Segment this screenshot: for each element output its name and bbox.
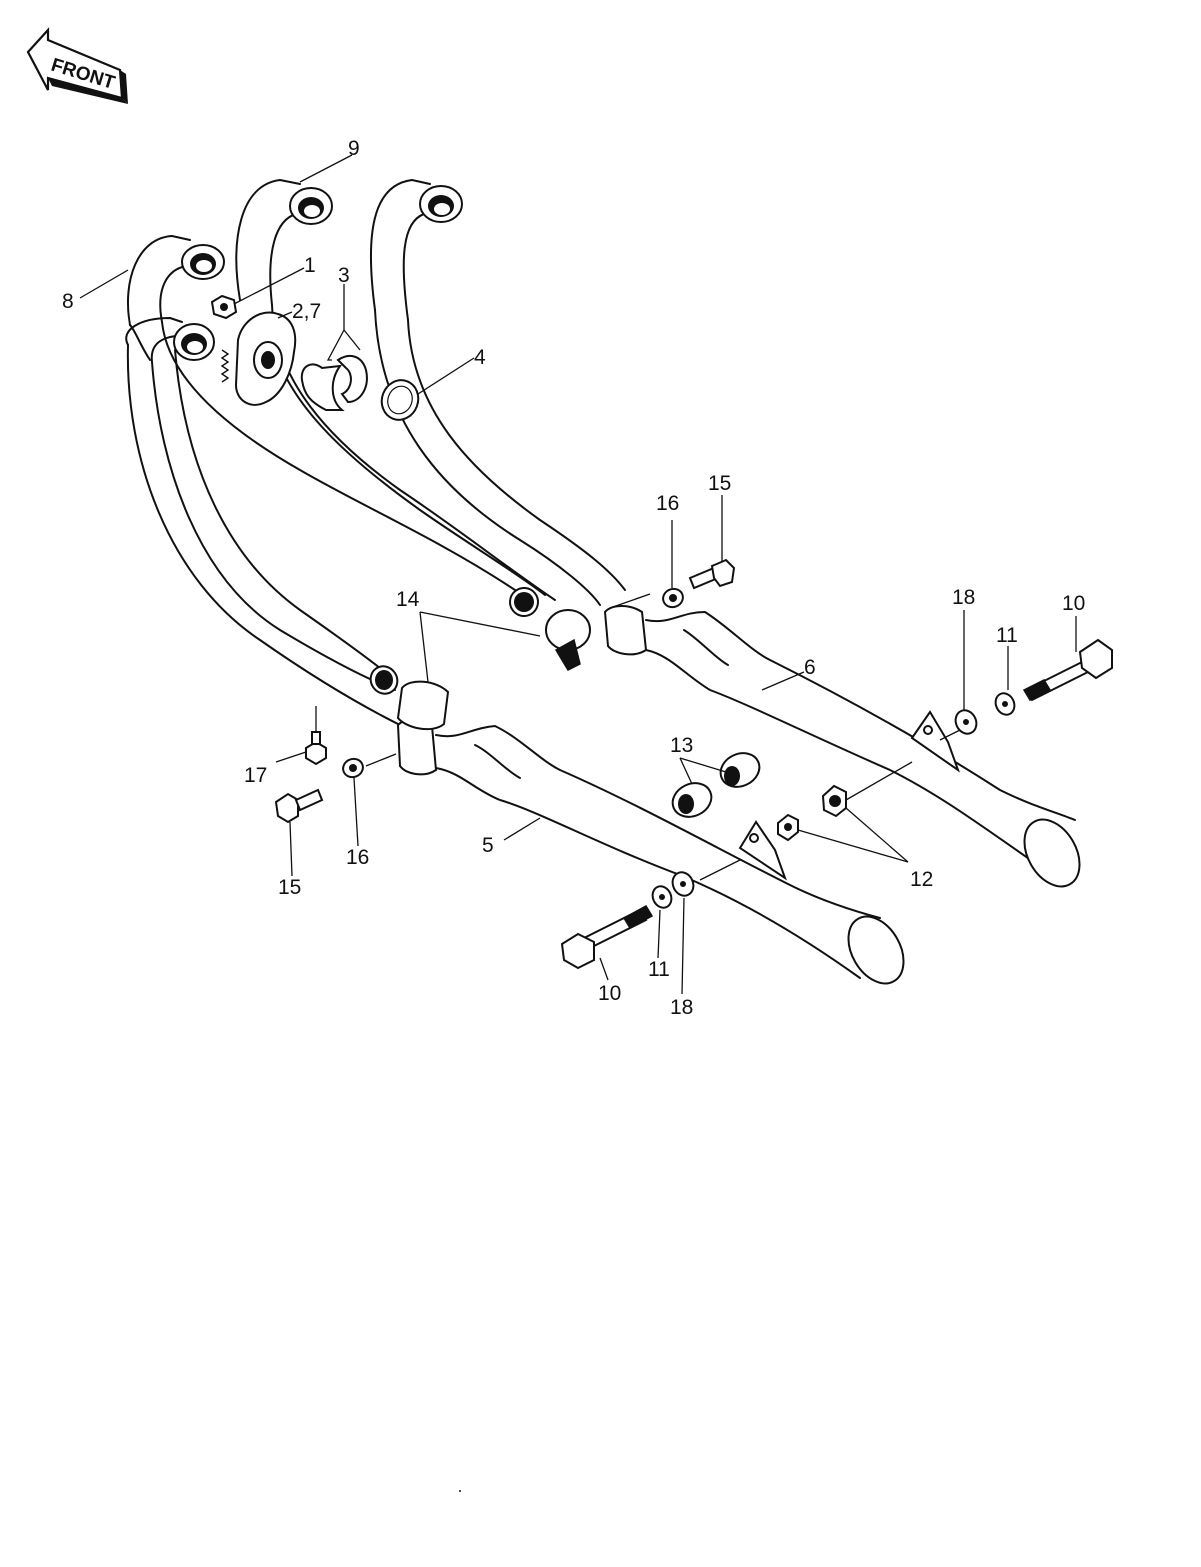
- callout-5: 5: [482, 834, 494, 857]
- callout-14: 14: [396, 588, 420, 611]
- header-pipe-8: [126, 235, 539, 617]
- part-1-nut: [210, 294, 238, 320]
- part-10-bolt-b: [560, 904, 654, 970]
- callout-10-left: 10: [598, 982, 621, 1005]
- header-pipe-front: [125, 317, 401, 726]
- callout-12: 12: [910, 868, 933, 891]
- part-18-washer-a: [954, 709, 978, 735]
- part-16-washer-b: [342, 757, 364, 779]
- callout-10-right: 10: [1062, 592, 1085, 615]
- front-direction-arrow: FRONT: [26, 27, 128, 104]
- part-13-bush-b: [671, 782, 713, 818]
- part-14-clamp-b: [396, 680, 450, 731]
- callout-15-left: 15: [278, 876, 301, 899]
- callout-11-right: 11: [996, 624, 1018, 647]
- callout-2-7: 2,7: [292, 300, 321, 323]
- callout-3: 3: [338, 264, 350, 287]
- callout-6: 6: [804, 656, 816, 679]
- callout-labels: 9 8 1 2,7 3 4 14 16 15 18 10 11 6 13 12 …: [62, 137, 1085, 1019]
- callout-17: 17: [244, 764, 267, 787]
- header-pipe-9: [235, 179, 556, 601]
- muffler-6: [603, 605, 1081, 888]
- part-10-bolt-a: [1022, 638, 1113, 702]
- part-14-clamp-a: [545, 609, 591, 671]
- part-13-bush-a: [719, 752, 761, 788]
- callout-18-left: 18: [670, 996, 693, 1019]
- callout-16-right: 16: [656, 492, 679, 515]
- part-16-washer-a: [662, 587, 684, 609]
- callout-13: 13: [670, 734, 693, 757]
- callout-18-right: 18: [952, 586, 975, 609]
- callout-8: 8: [62, 290, 74, 313]
- assembly-axis-lines: [315, 593, 961, 881]
- part-4-ring: [380, 379, 420, 421]
- callout-16-left: 16: [346, 846, 369, 869]
- part-12-nut-b: [777, 813, 799, 842]
- part-12-nut-a: [821, 784, 847, 818]
- part-3-split-collar: [300, 354, 368, 411]
- part-15-bolt-a: [688, 558, 736, 590]
- part-18-washer-b: [671, 871, 695, 897]
- muffler-5: [396, 718, 905, 985]
- stray-dot: [459, 1490, 461, 1492]
- callout-9: 9: [348, 137, 360, 160]
- part-2-7-flange: [220, 311, 297, 406]
- part-17-bolt: [305, 731, 327, 766]
- part-15-bolt-b: [274, 788, 324, 824]
- part-11-washer-a: [994, 692, 1016, 716]
- callout-leaders: [79, 154, 1077, 995]
- callout-15-right: 15: [708, 472, 731, 495]
- callout-4: 4: [474, 346, 486, 369]
- part-11-washer-b: [651, 885, 673, 909]
- callout-1: 1: [304, 254, 316, 277]
- header-pipe-rear-right: [369, 179, 626, 606]
- callout-11-left: 11: [648, 958, 670, 981]
